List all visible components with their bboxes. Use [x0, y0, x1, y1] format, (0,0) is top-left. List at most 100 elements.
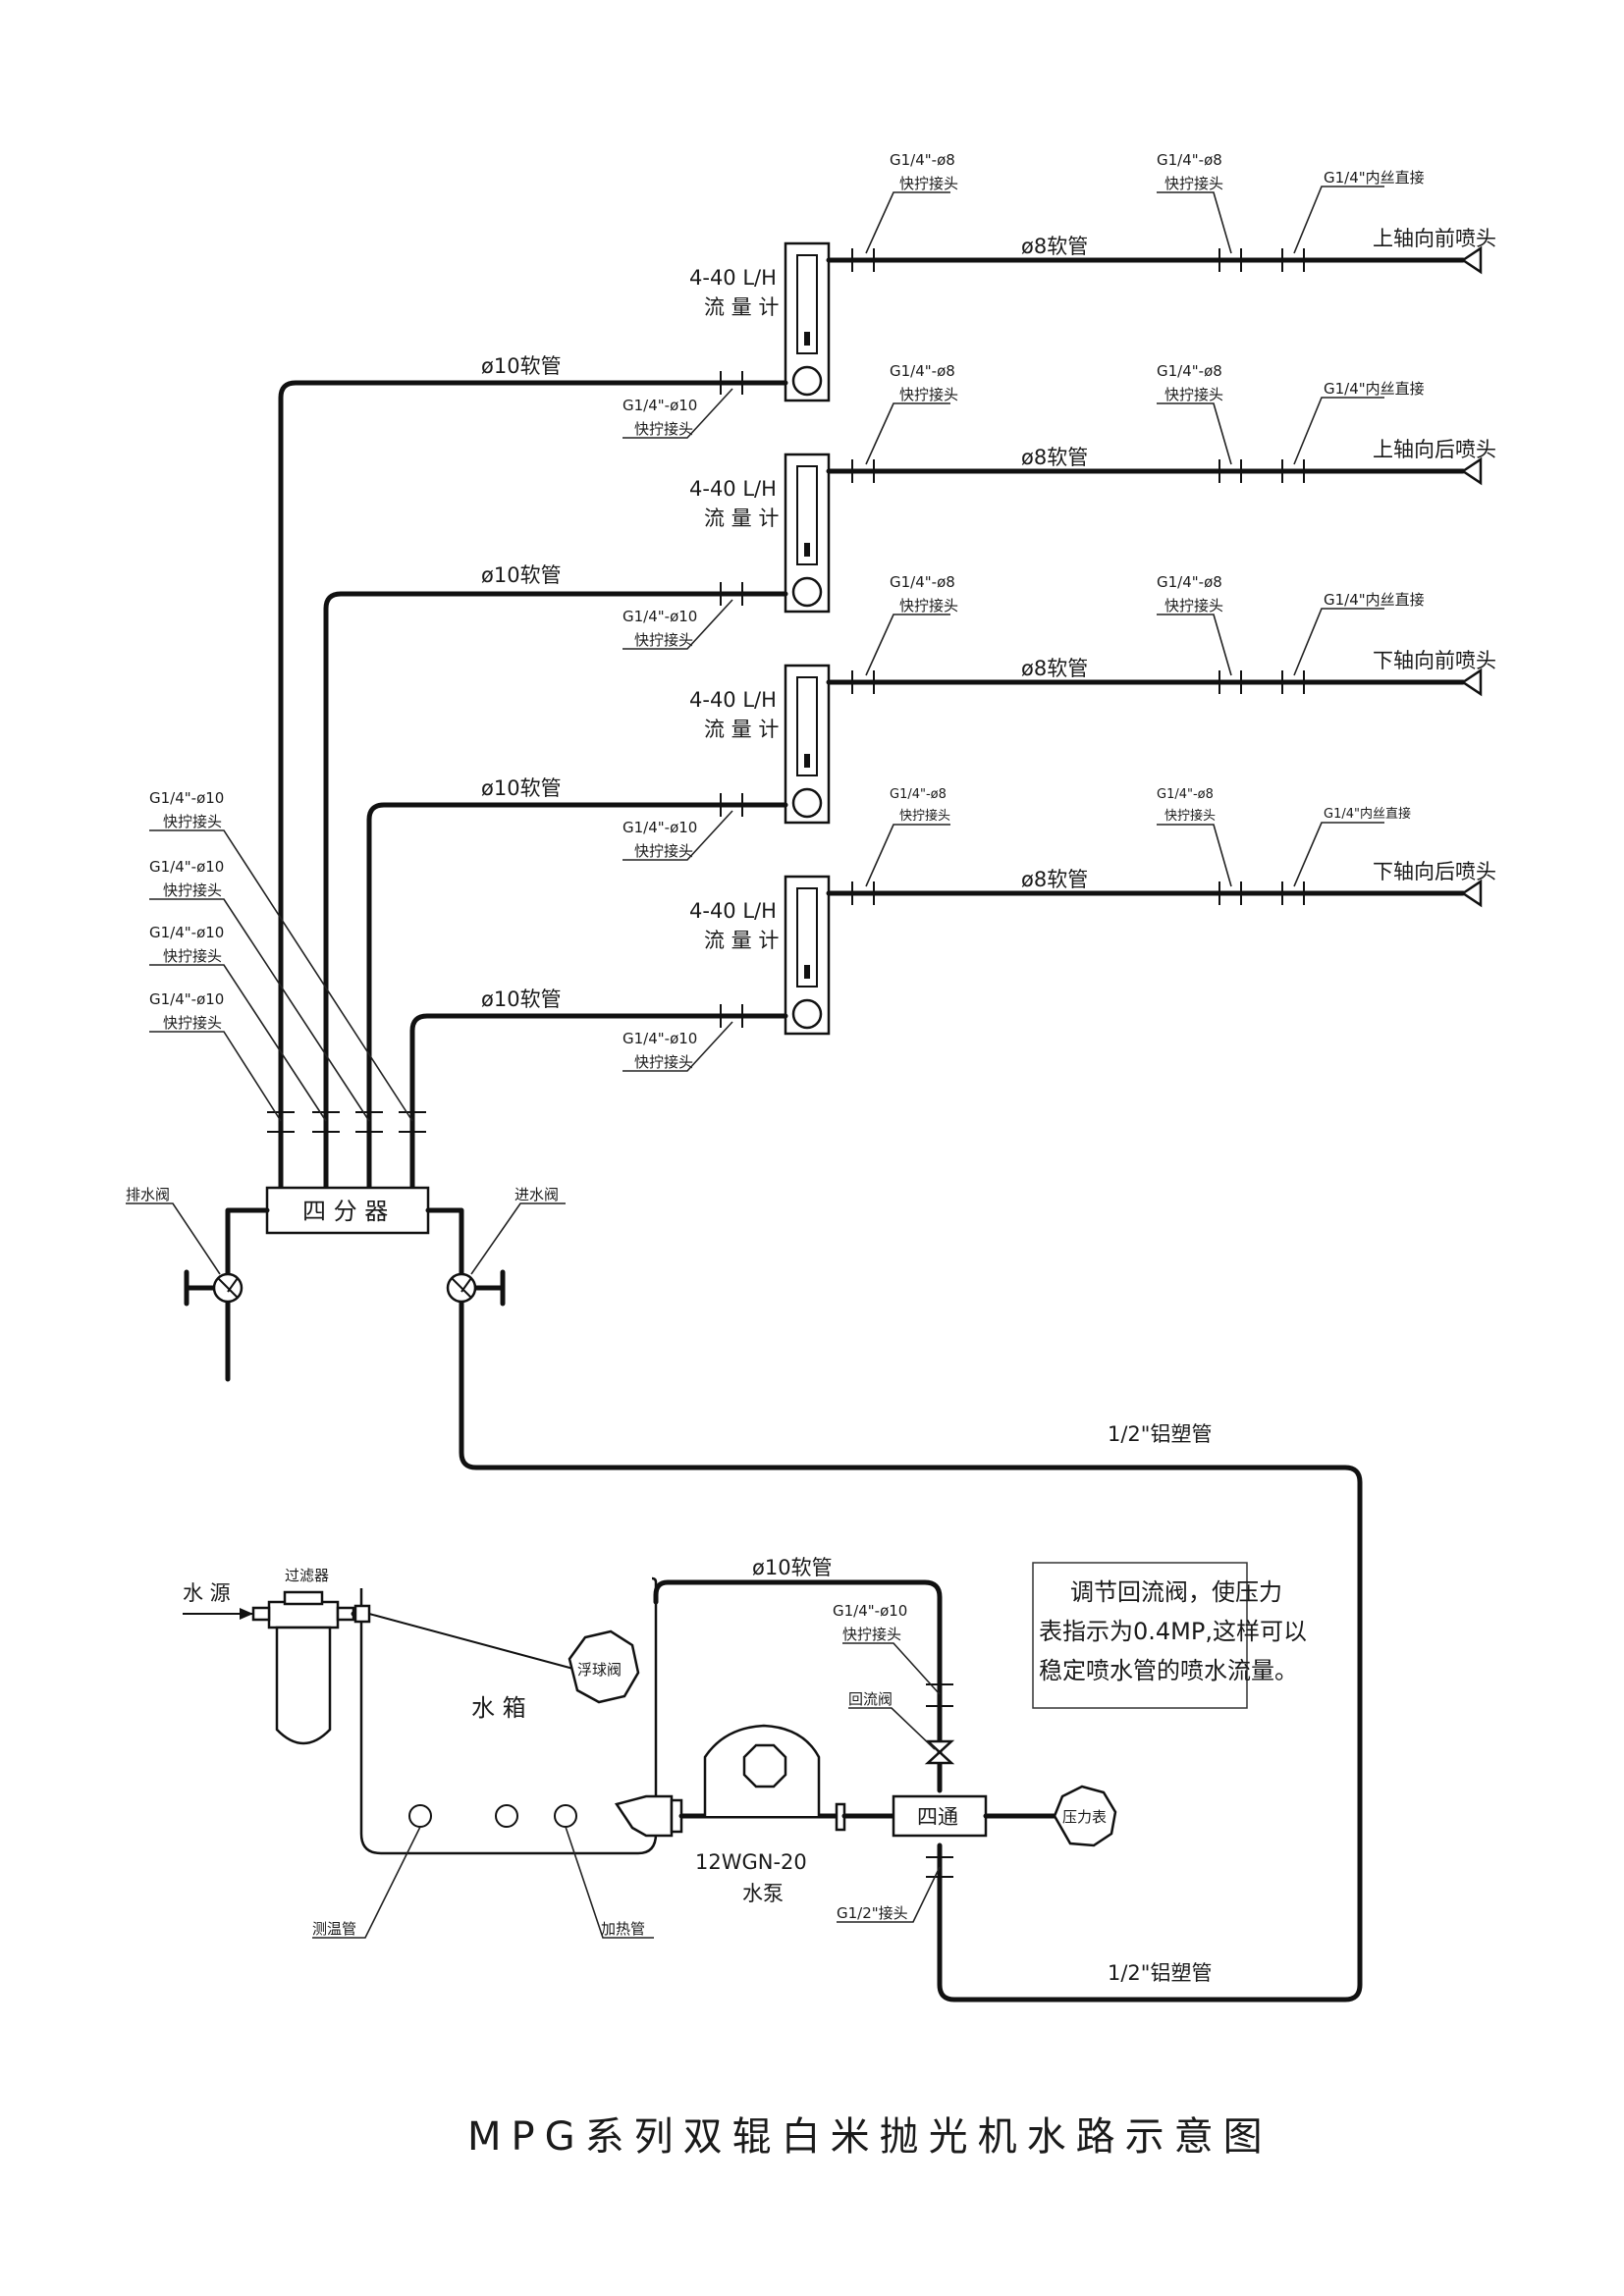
nozzle-label: 下轴向后喷头 — [1373, 860, 1496, 883]
inner-thread-label: G1/4"内丝直接 — [1324, 806, 1411, 822]
manifold: 四 分 器 — [265, 1186, 430, 1235]
return-valve-label: 回流阀 — [848, 1690, 893, 1708]
fitting-label-2: G1/4"-ø8 — [1157, 787, 1214, 802]
fitting-10-label: G1/4"-ø10 — [149, 924, 224, 941]
quick-joint-label-2: 快拧接头 — [1164, 597, 1223, 614]
quick-joint-10-label: 快拧接头 — [634, 420, 693, 438]
quick-joint-label-1: 快拧接头 — [899, 175, 958, 192]
pressure-gauge-label: 压力表 — [1062, 1808, 1107, 1826]
flowmeter-range-label: 4-40 L/H — [689, 688, 777, 712]
flowmeter-name-label: 流 量 计 — [704, 718, 779, 741]
pump-model-label: 12WGN-20 — [695, 1850, 807, 1874]
fitting-10-label: G1/4"-ø10 — [623, 608, 697, 625]
heat-pipe-label: 加热管 — [601, 1920, 645, 1938]
nozzle-label: 下轴向前喷头 — [1373, 649, 1496, 672]
quick-joint-label: 快拧接头 — [163, 813, 222, 830]
quick-joint-10-label: 快拧接头 — [634, 842, 693, 860]
pressure-gauge: 压力表 — [1053, 1785, 1117, 1847]
inner-thread-label: G1/4"内丝直接 — [1324, 380, 1425, 398]
return-hose-label: ø10软管 — [752, 1556, 833, 1579]
temp-pipe-label: 测温管 — [312, 1920, 356, 1938]
quick-joint-label: 快拧接头 — [163, 947, 222, 965]
quick-joint-10-label: 快拧接头 — [634, 631, 693, 649]
manifold-fitting-labels: G1/4"-ø10 快拧接头 G1/4"-ø10 快拧接头 G1/4"-ø10 … — [149, 789, 413, 1122]
inlet-valve: 进水阀 — [425, 1186, 1363, 2002]
quick-joint-label-1: 快拧接头 — [899, 386, 958, 403]
four-way-label: 四通 — [917, 1805, 958, 1829]
spray-nozzle-icon — [1460, 879, 1483, 908]
flowmeter-name-label: 流 量 计 — [704, 295, 779, 319]
hose-8mm-label: ø8软管 — [1021, 657, 1088, 680]
drain-valve-label: 排水阀 — [126, 1186, 170, 1203]
flowmeter-range-label: 4-40 L/H — [689, 266, 777, 290]
note-line-3: 稳定喷水管的喷水流量。 — [1039, 1657, 1298, 1684]
fittings — [851, 248, 1305, 272]
hose-8mm-label: ø8软管 — [1021, 868, 1088, 891]
manifold-outlet-hoses — [278, 380, 788, 1191]
fittings — [851, 881, 1305, 905]
quick-joint-label-2: 快拧接头 — [1164, 808, 1216, 824]
fittings — [851, 670, 1305, 694]
flowmeter-range-label: 4-40 L/H — [689, 477, 777, 501]
branch-row-2: 4-40 L/H 流 量 计 ø8软管 G1/4"-ø8 快拧接头 G1/4"-… — [481, 362, 1496, 650]
inner-thread-label: G1/4"内丝直接 — [1324, 169, 1425, 187]
nozzle-label: 上轴向后喷头 — [1373, 438, 1496, 461]
float-valve: 浮球阀 — [368, 1613, 640, 1704]
manifold-outlet-fittings — [267, 1111, 426, 1133]
flowmeter-range-label: 4-40 L/H — [689, 899, 777, 923]
flowmeter — [784, 241, 831, 402]
note-box: 调节回流阀，使压力 表指示为0.4MP,这样可以 稳定喷水管的喷水流量。 — [1032, 1562, 1307, 1709]
quick-joint-label-2: 快拧接头 — [1164, 175, 1223, 192]
filter: 过滤器 — [251, 1567, 364, 1745]
return-valve: 回流阀 — [848, 1690, 955, 1765]
spray-nozzle-icon — [1460, 456, 1483, 486]
quick-joint-label-2: 快拧接头 — [1164, 386, 1223, 403]
pump-label: 水泵 — [742, 1882, 784, 1905]
filter-label: 过滤器 — [285, 1567, 329, 1584]
water-pump: 12WGN-20 水泵 — [614, 1724, 846, 1905]
return-line: ø10软管 G1/4"-ø10 快拧接头 — [653, 1556, 953, 1819]
branch-row-3: 4-40 L/H 流 量 计 ø8软管 G1/4"-ø8 快拧接头 G1/4"-… — [481, 573, 1496, 861]
flowmeter-name-label: 流 量 计 — [704, 507, 779, 530]
drain-valve: 排水阀 — [126, 1186, 270, 1382]
spray-nozzle-icon — [1460, 667, 1483, 697]
inlet-valve-label: 进水阀 — [514, 1186, 559, 1203]
hose-10mm-label: ø10软管 — [481, 776, 562, 800]
note-line-1: 调节回流阀，使压力 — [1070, 1578, 1282, 1606]
hose-10mm-label: ø10软管 — [481, 354, 562, 378]
al-plastic-pipe-label-bottom: 1/2"铝塑管 — [1108, 1961, 1212, 1985]
fitting-10-label: G1/4"-ø10 — [149, 789, 224, 807]
return-fitting-label: G1/4"-ø10 — [833, 1602, 907, 1620]
quick-joint-label: 快拧接头 — [163, 881, 222, 899]
hose-8mm-label: ø8软管 — [1021, 235, 1088, 258]
fitting-label-1: G1/4"-ø8 — [890, 362, 955, 380]
fitting-label-1: G1/4"-ø8 — [890, 573, 955, 591]
inner-thread-label: G1/4"内丝直接 — [1324, 591, 1425, 609]
manifold-label: 四 分 器 — [302, 1198, 388, 1225]
quick-joint-label-1: 快拧接头 — [899, 597, 958, 614]
quick-joint-10-label: 快拧接头 — [634, 1053, 693, 1071]
branch-row-1: 4-40 L/H 流 量 计 ø8软管 G1/4"-ø8 快拧接头 G1/4"-… — [481, 151, 1496, 439]
page-title: MPG系列双辊白米抛光机水路示意图 — [467, 2114, 1272, 2160]
branch-row-4: 4-40 L/H 流 量 计 ø8软管 G1/4"-ø8 快拧接头 G1/4"-… — [481, 787, 1496, 1072]
water-tank: 水 箱 — [353, 1576, 658, 1855]
fitting-label-2: G1/4"-ø8 — [1157, 573, 1222, 591]
water-source-label: 水 源 — [183, 1581, 231, 1605]
hose-8mm-label: ø8软管 — [1021, 446, 1088, 469]
al-plastic-pipe-label-top: 1/2"铝塑管 — [1108, 1422, 1212, 1446]
fitting-label-1: G1/4"-ø8 — [890, 151, 955, 169]
return-quick-joint-label: 快拧接头 — [842, 1626, 901, 1643]
hose-10mm-label: ø10软管 — [481, 988, 562, 1011]
fitting-10-label: G1/4"-ø10 — [623, 1030, 697, 1047]
float-valve-label: 浮球阀 — [577, 1661, 622, 1679]
four-way: 四通 G1/2"接头 — [837, 1794, 1057, 1923]
tank-label: 水 箱 — [471, 1694, 526, 1722]
nozzle-label: 上轴向前喷头 — [1373, 227, 1496, 250]
flowmeter — [784, 664, 831, 825]
fitting-label-2: G1/4"-ø8 — [1157, 151, 1222, 169]
quick-joint-label: 快拧接头 — [163, 1014, 222, 1032]
flowmeter-name-label: 流 量 计 — [704, 929, 779, 952]
fitting-10-label: G1/4"-ø10 — [623, 397, 697, 414]
fittings — [851, 459, 1305, 483]
